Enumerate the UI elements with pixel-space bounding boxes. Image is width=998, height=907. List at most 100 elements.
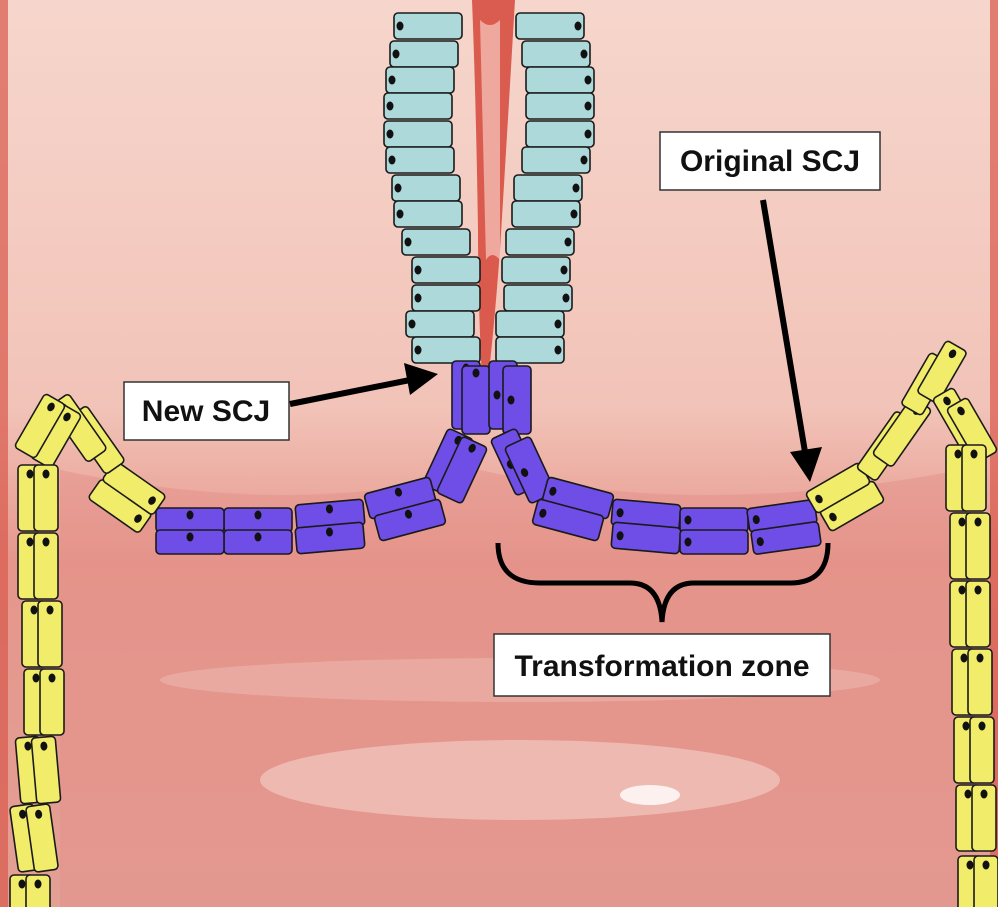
cell-nucleus (959, 586, 966, 595)
cell-nucleus (555, 320, 562, 329)
columnar-cell (522, 41, 590, 67)
cell-nucleus (981, 790, 988, 799)
squamous-cell (31, 736, 61, 804)
columnar-cell (384, 121, 452, 147)
cell-nucleus (494, 391, 501, 400)
cell-nucleus (979, 722, 986, 731)
columnar-cell (390, 41, 458, 67)
metaplastic-cell (462, 366, 490, 434)
metaplastic-cell (680, 530, 748, 554)
metaplastic-cell (503, 366, 531, 434)
columnar-cell (402, 229, 470, 255)
cell-nucleus (585, 76, 592, 85)
columnar-cell (496, 337, 564, 363)
columnar-cell (504, 285, 572, 311)
cell-nucleus (971, 450, 978, 459)
squamous-cell (26, 875, 50, 907)
squamous-cell (966, 581, 990, 647)
metaplastic-cell (680, 508, 748, 532)
columnar-cell (512, 201, 580, 227)
cell-nucleus (43, 538, 50, 547)
cell-nucleus (397, 210, 404, 219)
cell-nucleus (983, 861, 990, 870)
cell-nucleus (43, 470, 50, 479)
cell-nucleus (395, 184, 402, 193)
squamous-cell (972, 785, 996, 851)
squamous-cell (40, 669, 64, 735)
squamous-cell (968, 649, 992, 715)
cell-nucleus (975, 518, 982, 527)
cell-nucleus (565, 238, 572, 247)
cell-nucleus (393, 50, 400, 59)
cell-nucleus (965, 790, 972, 799)
cell-nucleus (955, 450, 962, 459)
new-scj-label: New SCJ (142, 395, 270, 428)
cell-nucleus (959, 518, 966, 527)
cell-nucleus (685, 538, 692, 547)
cell-nucleus (47, 606, 54, 615)
cell-nucleus (585, 102, 592, 111)
cell-nucleus (415, 266, 422, 275)
cell-nucleus (27, 470, 34, 479)
cell-nucleus (27, 538, 34, 547)
columnar-cell (514, 175, 582, 201)
columnar-cell (406, 311, 474, 337)
metaplastic-cell (156, 530, 224, 554)
cell-nucleus (581, 50, 588, 59)
cell-nucleus (397, 22, 404, 31)
cell-nucleus (575, 22, 582, 31)
cell-nucleus (585, 130, 592, 139)
columnar-cell (506, 229, 574, 255)
metaplastic-cell (224, 508, 292, 532)
cell-nucleus (967, 861, 974, 870)
cell-nucleus (387, 102, 394, 111)
cell-nucleus (561, 266, 568, 275)
columnar-cell (526, 121, 594, 147)
squamous-cell (966, 513, 990, 579)
cell-nucleus (35, 880, 42, 889)
cell-nucleus (581, 156, 588, 165)
cell-nucleus (975, 586, 982, 595)
cell-nucleus (405, 238, 412, 247)
cell-nucleus (187, 533, 194, 542)
squamous-cell (962, 445, 986, 511)
cell-nucleus (49, 674, 56, 683)
cell-nucleus (685, 516, 692, 525)
cell-nucleus (555, 346, 562, 355)
columnar-cell (384, 93, 452, 119)
columnar-cell (394, 201, 462, 227)
columnar-cell (392, 175, 460, 201)
cell-nucleus (473, 369, 480, 378)
columnar-cell (412, 337, 480, 363)
cell-nucleus (255, 511, 262, 520)
columnar-cell (386, 147, 454, 173)
original-scj-label: Original SCJ (680, 145, 860, 178)
columnar-cell (516, 13, 584, 39)
cell-nucleus (573, 184, 580, 193)
cell-nucleus (508, 396, 515, 405)
cell-nucleus (389, 156, 396, 165)
cell-nucleus (387, 130, 394, 139)
metaplastic-cell (611, 522, 681, 554)
squamous-cell (34, 465, 58, 531)
columnar-cell (412, 257, 480, 283)
cell-nucleus (961, 654, 968, 663)
columnar-cell (522, 147, 590, 173)
cell-nucleus (19, 880, 26, 889)
columnar-cell (394, 13, 462, 39)
metaplastic-cell (156, 508, 224, 532)
cell-nucleus (33, 674, 40, 683)
columnar-cell (526, 93, 594, 119)
cell-nucleus (31, 606, 38, 615)
columnar-cell (526, 67, 594, 93)
columnar-cell (386, 67, 454, 93)
tissue-highlight (260, 740, 780, 820)
cell-nucleus (571, 210, 578, 219)
squamous-cell (38, 601, 62, 667)
cell-nucleus (977, 654, 984, 663)
columnar-cell (496, 311, 564, 337)
tissue-glint (620, 785, 680, 805)
left-edge (0, 0, 8, 907)
